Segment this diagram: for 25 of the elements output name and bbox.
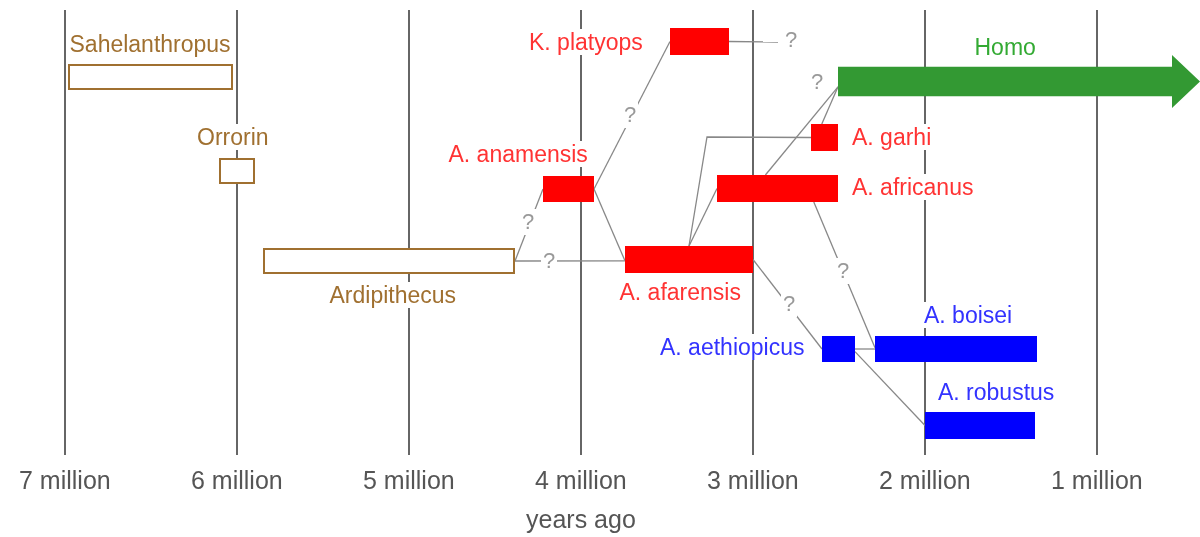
taxon-label: K. platyops [527, 29, 645, 55]
axis-tick-label: 1 million [1051, 466, 1143, 495]
axis-tick-label: 6 million [191, 466, 283, 495]
axis-tick-label: 3 million [707, 466, 799, 495]
connector-line [854, 348, 876, 350]
taxon-label: Orrorin [195, 124, 271, 150]
edge-label: ? [520, 209, 537, 235]
taxon-label: Ardipithecus [327, 282, 459, 308]
connector-line [728, 40, 779, 43]
edge-label: ? [835, 258, 852, 284]
connector-line [688, 187, 718, 247]
edge-label: ? [781, 291, 798, 317]
axis-tick-label: 7 million [19, 466, 111, 495]
connector-line [821, 86, 839, 125]
taxon-label: Sahelanthropus [67, 31, 233, 57]
axis-tick-label: 2 million [879, 466, 971, 495]
axis-title: years ago [526, 505, 636, 534]
taxon-label: A. africanus [850, 174, 976, 200]
axis-tick-label: 5 million [363, 466, 455, 495]
connector-line [764, 86, 839, 176]
connector-line [854, 350, 926, 427]
taxon-label: A. aethiopicus [658, 334, 807, 360]
taxon-label: A. anamensis [446, 141, 590, 167]
edge-label: ? [622, 102, 639, 128]
axis-tick-label: 4 million [535, 466, 627, 495]
